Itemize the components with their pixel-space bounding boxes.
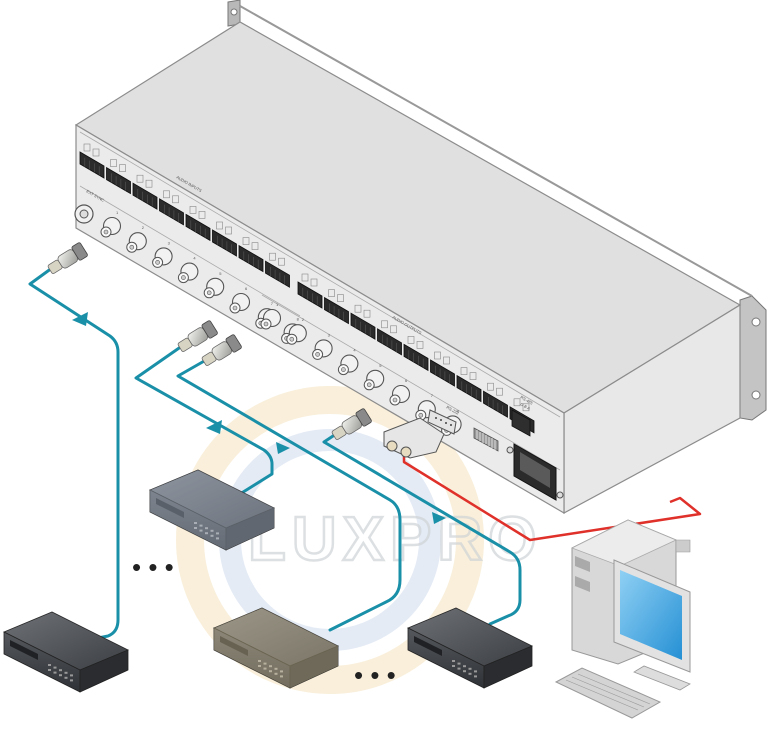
computer-workstation [556,520,690,718]
ext-sync-bnc[interactable] [75,205,93,223]
bnc-plug-source-1 [46,242,88,277]
ellipsis-destinations: • • • [354,660,396,690]
watermark-text: LUXPRO [248,505,542,574]
video-destination-device-1 [408,608,532,688]
cable-source-1 [30,268,118,640]
ellipsis-sources: • • • [132,552,174,582]
bnc-plug-source-2 [176,320,218,355]
video-source-device-1 [4,612,128,692]
rack-ear-right [740,296,766,420]
